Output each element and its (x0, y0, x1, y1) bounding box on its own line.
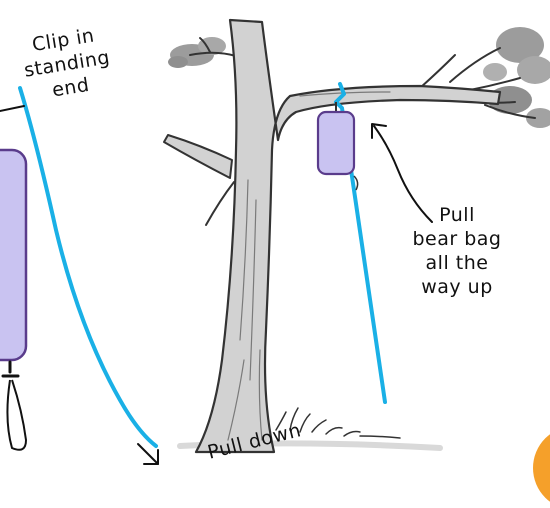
bear-bag-large (0, 150, 26, 360)
pull-line-4: way up (392, 275, 522, 299)
rope-left (20, 88, 156, 446)
bear-bag-small (318, 112, 354, 174)
pull-label: Pull bear bag all the way up (392, 203, 522, 299)
bag-large-strap (7, 380, 26, 450)
tree-branch-left (164, 135, 232, 178)
tree-branch-left-lower (206, 182, 234, 225)
pull-line-2: bear bag (392, 227, 522, 251)
pull-line-1: Pull (392, 203, 522, 227)
orange-badge (533, 426, 550, 508)
bag-large-cinch (3, 362, 18, 376)
pull-line-3: all the (392, 251, 522, 275)
foliage-right (483, 27, 550, 128)
